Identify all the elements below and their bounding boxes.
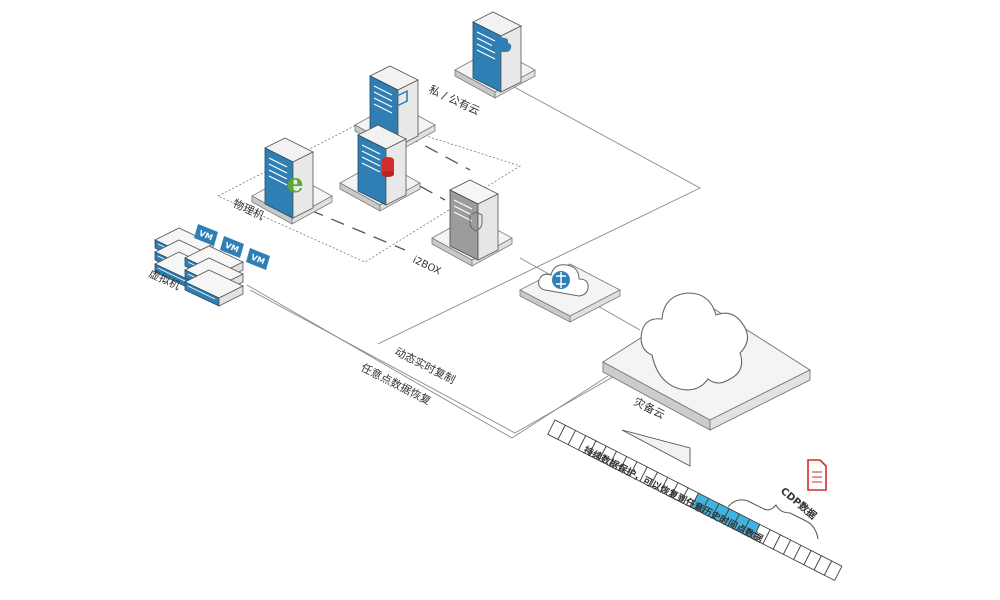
vm-badges: VM VM VM (194, 224, 270, 270)
database-icon (382, 157, 394, 177)
ie-server: e (251, 137, 333, 225)
label-continuous-protection: 持续数据保护，可以恢复到任意历史时间点数据 (582, 444, 766, 545)
dr-cloud (602, 292, 811, 431)
database-server (339, 124, 421, 212)
cdp-document-icon (807, 459, 827, 491)
label-i2box: i2BOX (411, 255, 443, 278)
label-cloud-top: 私 / 公有云 (427, 82, 482, 118)
physical-zone-boundary (217, 117, 521, 263)
cdp-brace (727, 499, 819, 540)
ie-icon: e (287, 169, 304, 199)
restore-arrow (621, 429, 691, 467)
connection-lines (246, 81, 701, 439)
timeline-strip (547, 419, 843, 582)
cloud-server (454, 11, 536, 99)
network-cloud (519, 263, 621, 323)
timeline-cell (823, 560, 843, 582)
monitor-server (354, 65, 436, 154)
i2box-server (431, 179, 513, 267)
